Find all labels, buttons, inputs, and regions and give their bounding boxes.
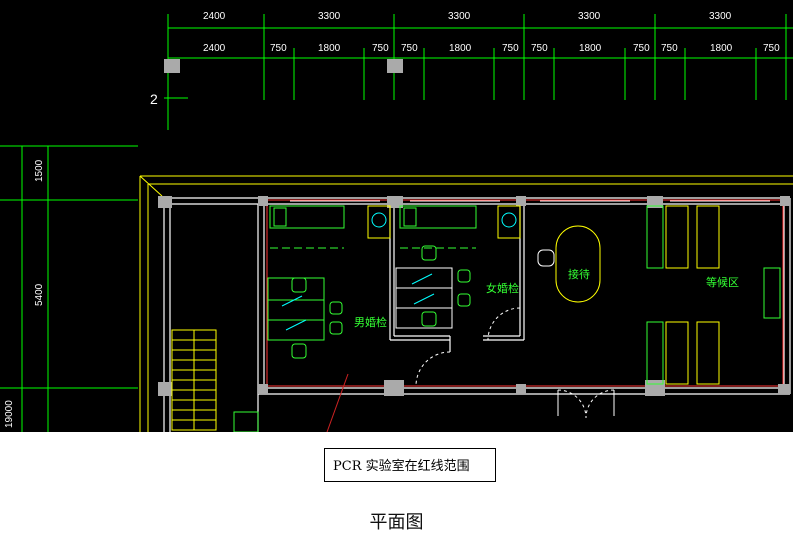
top-dimension-chain	[164, 14, 793, 130]
dim-label: 750	[372, 43, 389, 54]
dim-label: 750	[763, 43, 780, 54]
callout-leader-line	[326, 373, 349, 432]
left-dimension-labels: 1500 5400 19000	[4, 159, 45, 428]
dim-label: 750	[633, 43, 650, 54]
dim-label: 2400	[203, 43, 226, 54]
dim-label: 750	[401, 43, 418, 54]
top-dimension-labels: 2400 3300 3300 3300 3300 2400 750 1800 7…	[150, 11, 780, 107]
callout-text: PCR 实验室在红线范围	[333, 459, 470, 474]
building-outline	[139, 175, 793, 432]
reception-chair	[537, 249, 555, 267]
room-label-waiting-area: 等候区	[706, 275, 739, 289]
sink	[497, 205, 521, 239]
dim-label: 1500	[34, 159, 45, 182]
dim-label: 19000	[4, 400, 15, 428]
dim-label: 3300	[709, 11, 732, 22]
dim-label: 750	[661, 43, 678, 54]
dim-label: 5400	[34, 283, 45, 306]
columns	[158, 196, 790, 396]
waiting-furniture	[646, 205, 781, 385]
floor-plan-drawing: 2400 3300 3300 3300 3300 2400 750 1800 7…	[0, 0, 793, 432]
figure-caption: 平面图	[369, 512, 424, 533]
reception-desk	[555, 225, 601, 303]
room-label-reception: 接待	[568, 267, 590, 281]
sink	[367, 205, 391, 239]
annotation-callout: PCR 实验室在红线范围	[324, 448, 496, 482]
dim-label: 3300	[578, 11, 601, 22]
floor-plan-svg: 2400 3300 3300 3300 3300 2400 750 1800 7…	[0, 11, 793, 432]
dim-label: 750	[502, 43, 519, 54]
column-marker	[164, 59, 180, 73]
room-label-male-check: 男婚检	[354, 315, 387, 329]
staircase	[171, 329, 217, 431]
dim-label: 3300	[318, 11, 341, 22]
female-room-furniture	[395, 205, 477, 329]
dim-label: 3300	[448, 11, 471, 22]
dim-label: 750	[531, 43, 548, 54]
dim-label: 1800	[710, 43, 733, 54]
dim-label: 750	[270, 43, 287, 54]
entrance-door	[557, 390, 615, 416]
dim-label: 1800	[318, 43, 341, 54]
doors	[415, 307, 615, 419]
male-room-furniture	[267, 205, 345, 359]
dim-label: 1800	[449, 43, 472, 54]
dim-label: 1800	[579, 43, 602, 54]
grid-axis-label: 2	[150, 91, 158, 107]
column-marker	[387, 59, 403, 73]
dim-label: 2400	[203, 11, 226, 22]
room-label-female-check: 女婚检	[486, 281, 519, 295]
left-dimension-chain	[0, 145, 138, 432]
bottom-partitions	[233, 411, 259, 432]
walls	[163, 197, 791, 432]
